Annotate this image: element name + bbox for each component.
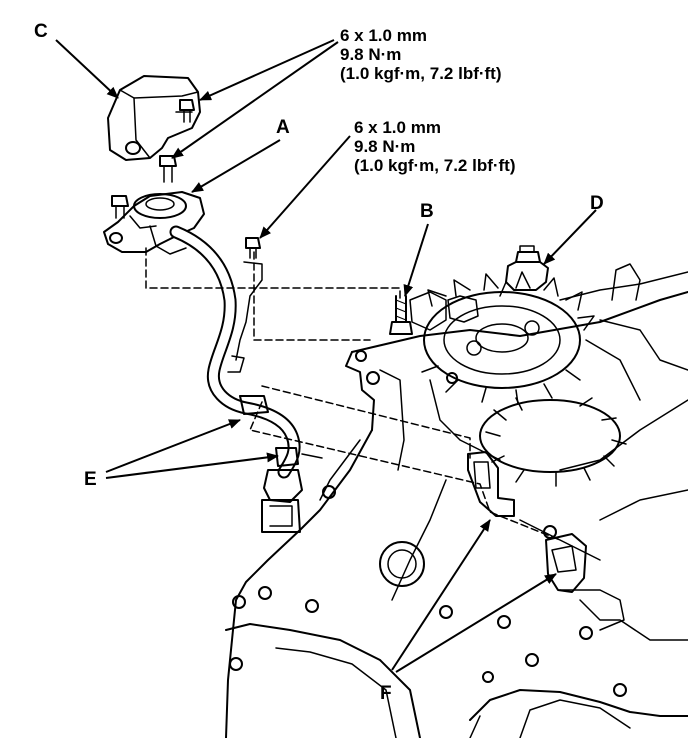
torque-spec-size: 6 x 1.0 mm	[340, 26, 427, 45]
range-switch-a	[103, 191, 205, 255]
torque-spec-alt: (1.0 kgf·m, 7.2 lbf·ft)	[340, 64, 502, 83]
leader-arrows	[55, 39, 597, 673]
torque-spec-nm: 9.8 N·m	[340, 45, 402, 64]
callout-c: C	[34, 21, 48, 42]
callout-b: B	[420, 201, 434, 222]
bracket-f	[467, 451, 625, 631]
torque-spec-lower: 6 x 1.0 mm 9.8 N·m (1.0 kgf·m, 7.2 lbf·f…	[354, 118, 516, 175]
torque-spec-upper: 6 x 1.0 mm 9.8 N·m (1.0 kgf·m, 7.2 lbf·f…	[340, 26, 502, 83]
callout-d: D	[590, 193, 604, 214]
callout-a: A	[276, 117, 290, 138]
cover-c	[107, 75, 201, 161]
stud-b	[389, 295, 413, 335]
sensor-d	[499, 245, 549, 297]
torque-spec-size: 6 x 1.0 mm	[354, 118, 441, 137]
torque-spec-nm: 9.8 N·m	[354, 137, 416, 156]
callout-e: E	[84, 469, 97, 490]
alignment-lines	[145, 247, 561, 541]
wire-harness	[169, 225, 323, 533]
transmission-housing	[225, 291, 688, 738]
gear-assembly	[409, 263, 688, 487]
torque-spec-alt: (1.0 kgf·m, 7.2 lbf·ft)	[354, 156, 516, 175]
callout-f: F	[380, 683, 392, 704]
